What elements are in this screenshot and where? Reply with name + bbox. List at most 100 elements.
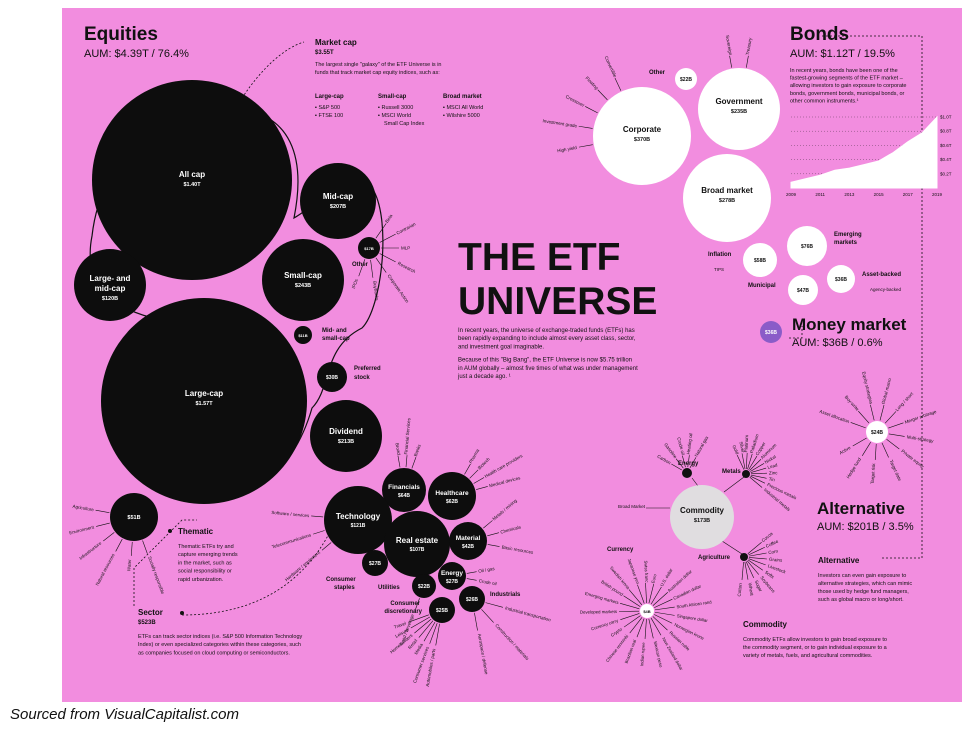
spoke-line [408, 614, 429, 623]
spoke-line [884, 411, 897, 424]
spoke-line [748, 547, 765, 556]
chart-y-tick: $0.4T [940, 157, 952, 162]
municipal-label: Municipal [748, 283, 776, 289]
index-item: Small Cap Index [384, 121, 425, 127]
market-cap-desc-line: funds that track market cap equity indic… [315, 70, 440, 76]
spoke-label: Banks [413, 443, 422, 457]
large-cap-name: Large-cap [185, 389, 223, 398]
spoke-line [745, 55, 749, 68]
thematic-desc-line: rapid urbanization. [178, 577, 224, 583]
technology-bubble [324, 486, 392, 554]
spoke-label: Water [126, 559, 132, 572]
spoke-line [650, 586, 662, 605]
spoke-line [729, 55, 733, 68]
spoke-label: Oil / gas [478, 566, 496, 574]
sector-value: $25B [436, 608, 448, 614]
preferred-label1: Preferred [354, 366, 381, 372]
broad-market-value: $278B [719, 198, 735, 204]
sector-value: $27B [446, 579, 458, 585]
commodity-desc-line: variety of metals, fuels, and agricultur… [743, 653, 873, 659]
spoke-line [474, 612, 478, 631]
spoke-line [747, 559, 764, 571]
spoke-label: Tin [768, 476, 775, 482]
chart-x-tick: 2009 [786, 192, 797, 197]
sector-value: $27B [369, 561, 381, 567]
spoke-label: Softs [764, 570, 776, 580]
chart-y-tick: $1.0T [940, 115, 952, 120]
spoke-line [750, 472, 767, 475]
index-column-head: Broad market [443, 94, 482, 100]
agriculture-node-label: Agriculture [698, 555, 731, 561]
money-market-value: $36B [765, 330, 777, 336]
thematic-desc-line: Thematic ETFs try and [178, 544, 234, 550]
intro-line: in AUM globally – almost five times of w… [458, 366, 638, 372]
spoke-label: Multi-strategy [906, 434, 934, 443]
other-equity-bubble [358, 237, 380, 259]
sector-bubbles [324, 468, 487, 623]
currency-value: $4B [643, 609, 650, 614]
commodity-value: $173B [694, 518, 710, 524]
thematic-bubble [110, 493, 158, 541]
mid-small-label2: small-cap [322, 336, 350, 342]
main-title-line1: THE ETF [458, 236, 621, 279]
chart-x-tick: 2013 [844, 192, 855, 197]
corporate-bubble [593, 87, 691, 185]
alt-desc-line: alternative strategies, which can mimic [818, 581, 912, 587]
consumer-discretionary-bubble [429, 597, 455, 623]
spoke-line [745, 561, 754, 578]
spoke-line [748, 557, 767, 560]
mid-small-label1: Mid- and [322, 328, 347, 334]
spoke-line [481, 609, 494, 623]
staples-label2: staples [334, 585, 355, 591]
alternative-aum: AUM: $201B / 3.5% [817, 521, 914, 533]
spoke-label: Heating oil [686, 433, 694, 455]
broad-market-name: Broad market [701, 186, 753, 195]
spoke-line [597, 89, 608, 101]
currency-label: Currency [607, 547, 634, 553]
municipal-value: $47B [797, 288, 809, 294]
spoke-line [414, 598, 420, 612]
spoke-label: Sovereign [725, 35, 734, 56]
spoke-line [418, 620, 434, 638]
spoke-line [748, 455, 758, 470]
spoke-label: Indian rupee [639, 642, 646, 667]
emerging-markets-bubble [787, 226, 827, 266]
market-cap-label: Market cap [315, 38, 357, 47]
all-cap-bubble [92, 80, 292, 280]
sector-name: Material [456, 535, 481, 542]
spoke-label: Platinum [743, 435, 749, 453]
spoke-label: Silver [739, 441, 746, 453]
spoke-line [464, 463, 471, 475]
spoke-line [648, 618, 654, 639]
spoke-line [671, 463, 682, 471]
spoke-label: MLP [401, 246, 410, 251]
large-cap-value: $1.57T [195, 401, 213, 407]
thematic-label: Thematic [178, 527, 214, 536]
spoke-line [414, 618, 432, 634]
bonds-desc-line: allowing investors to gain exposure to c… [790, 83, 906, 89]
alt-desc-line: those used by hedge fund managers, [818, 589, 909, 595]
sector-name: Real estate [396, 536, 439, 545]
intro-line: and investment goal imaginable. [458, 344, 544, 350]
discretionary-label2: discretionary [384, 609, 422, 615]
spoke-line [628, 589, 643, 606]
spoke-line [469, 469, 479, 479]
sector-desc-line: Index) or even specialized categories wi… [138, 642, 301, 648]
equities-aum: AUM: $4.39T / 76.4% [84, 48, 189, 60]
small-cap-name: Small-cap [284, 271, 322, 280]
sector-value: $107B [410, 547, 425, 553]
sector-value: $121B [351, 523, 366, 529]
spoke-line [746, 560, 760, 575]
spoke-line [397, 455, 401, 468]
spoke-line [623, 615, 641, 628]
agriculture-node [740, 553, 748, 561]
spoke-line [466, 571, 477, 574]
spoke-line [614, 77, 622, 91]
metals-node-label: Metals [722, 469, 741, 475]
index-column-head: Small-cap [378, 94, 407, 100]
spoke-label: Agriculture [72, 504, 95, 513]
spoke-label: Financial Services [403, 417, 411, 455]
spoke-label: Crude oil [676, 437, 685, 456]
